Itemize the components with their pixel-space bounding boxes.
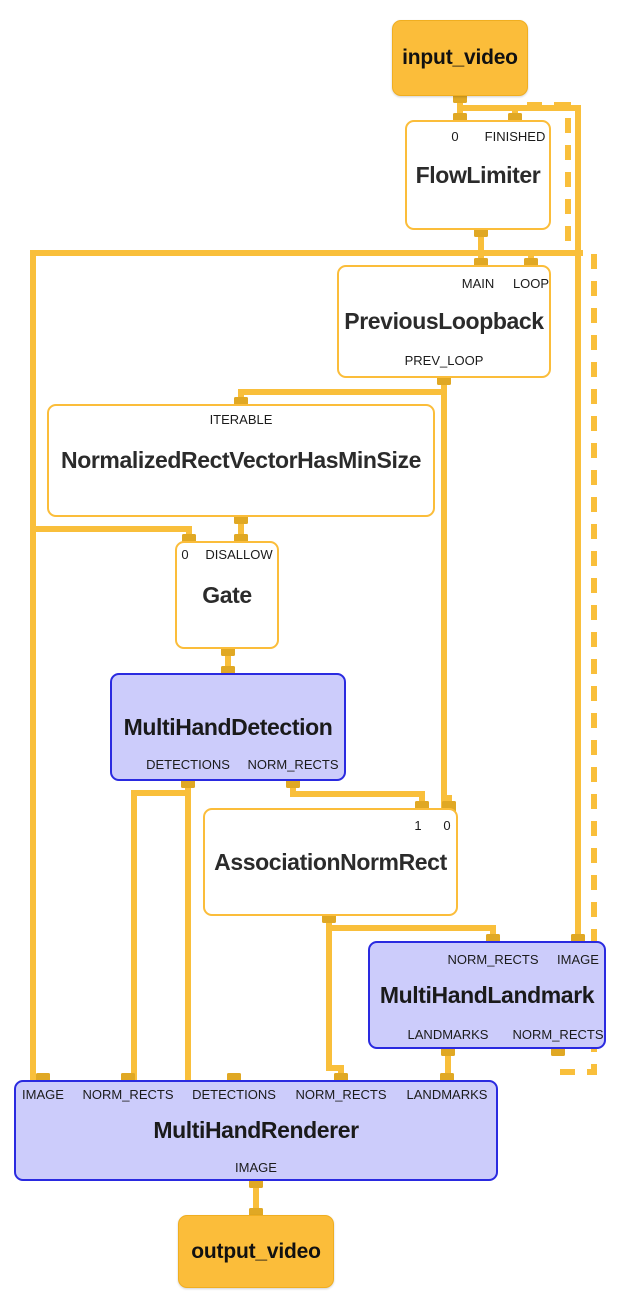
node-title: MultiHandRenderer xyxy=(153,1117,359,1143)
node-title: MultiHandDetection xyxy=(123,713,333,740)
port-label-mhl-out-landmarks: LANDMARKS xyxy=(407,1027,489,1042)
graph-edge xyxy=(326,916,496,941)
graph-node-previous_loopback[interactable]: PreviousLoopback xyxy=(337,265,551,378)
ports-layer xyxy=(36,89,585,1222)
port-label-mhr-in-detections: DETECTIONS xyxy=(192,1087,276,1102)
graph-node-output_video[interactable]: output_video xyxy=(178,1215,334,1288)
port-label-mhl-out-norm-rects: NORM_RECTS xyxy=(512,1027,604,1042)
port-label-mhr-out-image: IMAGE xyxy=(235,1160,277,1175)
graph-edge xyxy=(33,526,192,541)
node-title: output_video xyxy=(191,1239,321,1263)
port-label-flow-limiter-in-0: 0 xyxy=(451,129,459,144)
port-label-mhr-in-image: IMAGE xyxy=(22,1087,64,1102)
graph-edge xyxy=(326,916,344,1080)
graph-edge xyxy=(290,781,425,808)
graph-node-gate[interactable]: Gate xyxy=(175,541,279,649)
port-label-previous-loopback-in-main: MAIN xyxy=(461,276,495,291)
port-label-mhr-in-norm-rects-1: NORM_RECTS xyxy=(82,1087,174,1102)
node-title: MultiHandLandmark xyxy=(379,981,595,1008)
port-label-mhr-in-landmarks: LANDMARKS xyxy=(406,1087,488,1102)
port-label-previous-loopback-out-prev-loop: PREV_LOOP xyxy=(404,353,484,368)
graph-node-normalized_rect_vector_has_min_size[interactable]: NormalizedRectVectorHasMinSize xyxy=(47,404,435,517)
graph-node-multi_hand_detection[interactable]: MultiHandDetection xyxy=(110,673,346,781)
node-title: Gate xyxy=(202,581,252,608)
node-title: AssociationNormRect xyxy=(214,848,447,875)
node-title: input_video xyxy=(402,46,518,69)
port-label-gate-in-0: 0 xyxy=(181,547,189,562)
graph-edge xyxy=(128,790,188,1083)
port-label-nrvhms-in-iterable: ITERABLE xyxy=(209,412,273,427)
graph-node-input_video[interactable]: input_video xyxy=(392,20,528,96)
port-label-mhl-in-norm-rects: NORM_RECTS xyxy=(447,952,539,967)
port-label-mhr-in-norm-rects-2: NORM_RECTS xyxy=(295,1087,387,1102)
port-label-anr-in-0: 0 xyxy=(443,818,451,833)
port-label-previous-loopback-in-loop: LOOP xyxy=(512,276,550,291)
port-label-flow-limiter-out-finished: FINISHED xyxy=(484,129,546,144)
graph-node-association_norm_rect[interactable]: AssociationNormRect xyxy=(203,808,458,916)
port-label-mhl-in-image: IMAGE xyxy=(557,952,599,967)
node-title: FlowLimiter xyxy=(415,161,541,188)
graph-edge xyxy=(238,378,447,404)
graph-node-multi_hand_landmark[interactable]: MultiHandLandmark xyxy=(368,941,606,1049)
node-title: PreviousLoopback xyxy=(344,308,544,334)
port-label-gate-in-disallow: DISALLOW xyxy=(205,547,273,562)
port-label-mhd-out-norm-rects: NORM_RECTS xyxy=(247,757,339,772)
port-label-anr-in-1: 1 xyxy=(414,818,422,833)
port-label-mhd-out-detections: DETECTIONS xyxy=(146,757,230,772)
node-title: NormalizedRectVectorHasMinSize xyxy=(61,447,421,473)
graph-node-flow_limiter[interactable]: FlowLimiter xyxy=(405,120,551,230)
graph-node-multi_hand_renderer[interactable]: MultiHandRenderer xyxy=(14,1080,498,1181)
